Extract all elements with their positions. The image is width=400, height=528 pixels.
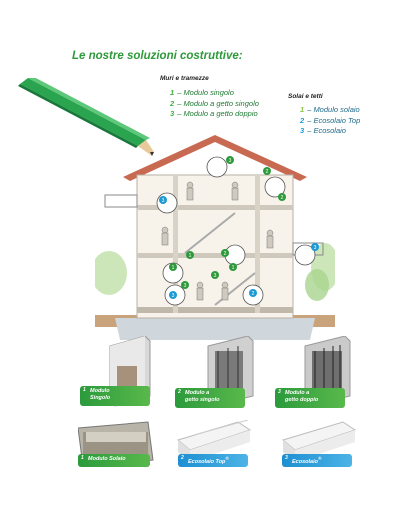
marker-badge <box>181 281 189 289</box>
marker-badge <box>311 243 319 251</box>
marker-number: 2 <box>224 251 227 257</box>
slabs-item: 3– Ecosolaio <box>300 126 346 135</box>
marker-number: 3 <box>184 283 187 289</box>
walls-item: 3– Modulo a getto doppio <box>170 109 258 118</box>
marker-badge <box>159 196 167 204</box>
slabs-heading: Solai e tetti <box>288 93 323 100</box>
marker-badge <box>263 167 271 175</box>
marker-badge <box>249 289 257 297</box>
marker-badge <box>229 263 237 271</box>
marker-number: 3 <box>214 273 217 279</box>
walls-item: 1– Modulo singolo <box>170 88 234 97</box>
marker-number: 1 <box>189 253 192 259</box>
marker-badge <box>169 263 177 271</box>
marker-number: 2 <box>281 195 284 201</box>
marker-badge <box>221 249 229 257</box>
marker-badge <box>278 193 286 201</box>
marker-badge <box>169 291 177 299</box>
slabs-legend: 1– Modulo solaio 2– Ecosolaio Top 3– Eco… <box>300 105 360 137</box>
page-title: Le nostre soluzioni costruttive: <box>72 50 243 62</box>
marker-number: 1 <box>172 265 175 271</box>
walls-legend: 1– Modulo singolo 2– Modulo a getto sing… <box>170 88 259 120</box>
marker-number: 3 <box>172 293 175 299</box>
marker-number: 2 <box>252 291 255 297</box>
walls-item: 2– Modulo a getto singolo <box>170 98 259 108</box>
marker-number: 1 <box>232 265 235 271</box>
marker-badge <box>211 271 219 279</box>
marker-layer: 3 2 3 2 3 2 1 1 3 2 3 1 3 <box>159 156 319 299</box>
marker-badge <box>226 156 234 164</box>
marker-number: 2 <box>266 169 269 175</box>
slabs-item: 1– Modulo solaio <box>300 105 360 114</box>
marker-number: 3 <box>229 158 232 164</box>
slabs-item: 2– Ecosolaio Top <box>300 115 361 125</box>
marker-number: 3 <box>162 198 165 204</box>
marker-number: 3 <box>314 245 317 251</box>
pencil-illustration <box>18 78 154 156</box>
house-cross-section <box>95 135 335 340</box>
marker-badge <box>186 251 194 259</box>
walls-heading: Muri e tramezze <box>160 75 209 82</box>
